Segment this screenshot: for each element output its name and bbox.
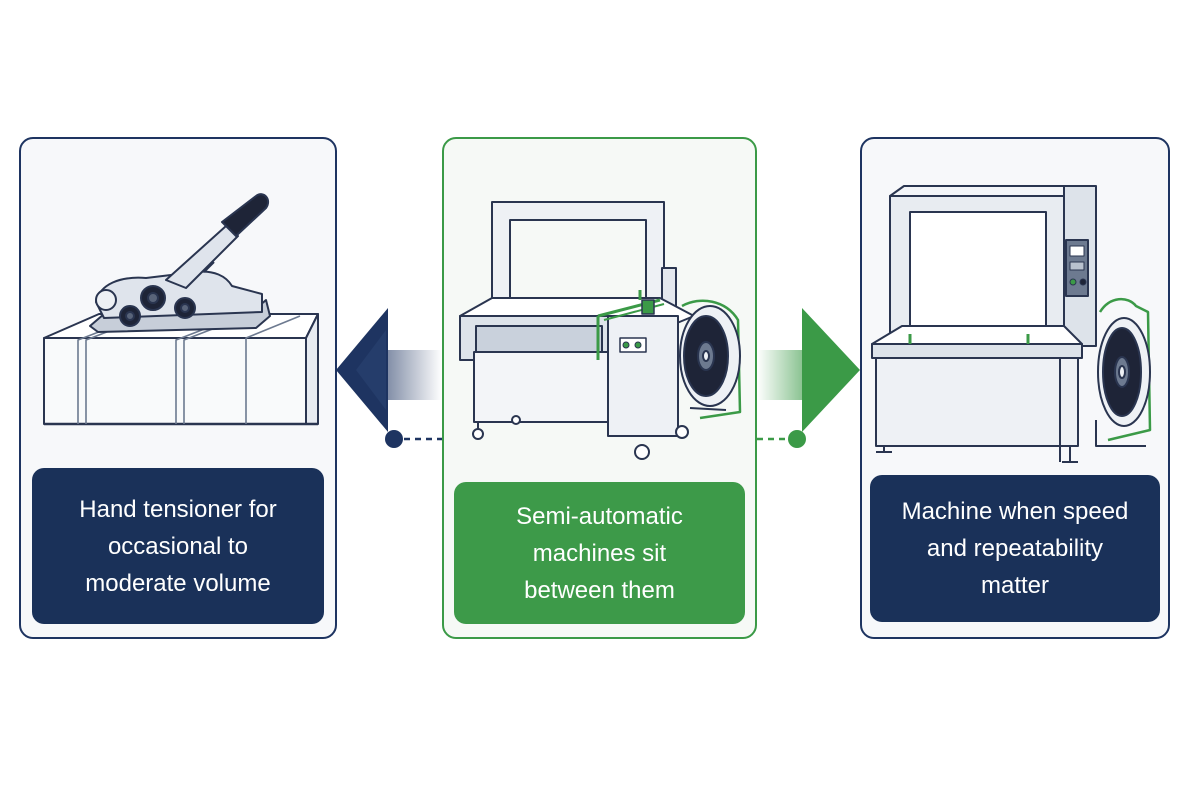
right-arrow-icon	[757, 308, 860, 432]
semi-automatic-caption: Semi-automatic machines sit between them	[454, 482, 745, 624]
automatic-machine-caption: Machine when speed and repeatability mat…	[870, 475, 1160, 622]
hand-tensioner-caption: Hand tensioner for occasional to moderat…	[32, 468, 324, 624]
hand-tensioner-illustration	[43, 193, 319, 426]
right-connector-icon	[757, 430, 806, 448]
automatic-machine-illustration	[871, 185, 1152, 463]
semi-automatic-machine-illustration	[459, 201, 742, 460]
left-arrow-icon	[336, 308, 442, 432]
left-connector-icon	[385, 430, 442, 448]
